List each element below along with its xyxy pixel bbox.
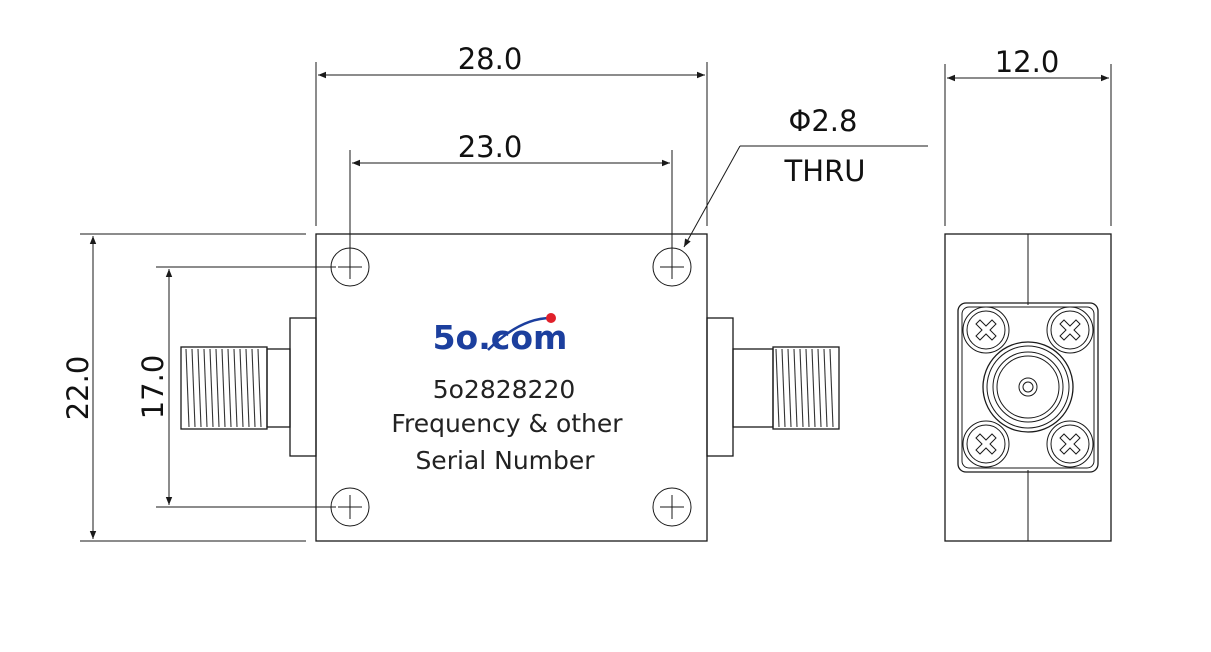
logo-dot [546,313,556,323]
sma-connector-face [982,341,1074,433]
thread-line [215,348,220,428]
thread-line [781,348,786,428]
hole-callout: Φ2.8 THRU [683,104,928,248]
flange-screw-top-right [1046,306,1094,354]
thread-line [239,348,244,428]
dimension-overall-length: 28.0 [315,42,708,226]
dimension-overall-height-text: 22.0 [61,356,95,421]
mounting-hole-bottom-right [652,487,692,527]
thread-line [185,348,190,428]
flange-screw-bottom-right [1046,420,1094,468]
front-view: 5o.com 5o2828220 Frequency & other Seria… [61,42,928,542]
hole-diameter-text: Φ2.8 [789,104,858,138]
dimension-overall-length-text: 28.0 [458,42,523,76]
dimension-hole-spacing-x: 23.0 [349,130,673,255]
thread-line [775,348,780,428]
flange-screw-bottom-left [962,420,1010,468]
flange-screw-top-left [962,306,1010,354]
thread-line [805,348,810,428]
hole-type-text: THRU [784,154,866,188]
thread-line [257,348,262,428]
side-view: 12.0 [944,45,1112,542]
thread-line [793,348,798,428]
brand-logo: 5o.com [433,313,568,357]
mounting-hole-bottom-left [330,487,370,527]
part-number: 5o2828220 [433,375,576,404]
right-thread [775,348,834,428]
thread-line [191,348,196,428]
frequency-label: Frequency & other [391,409,623,438]
thread-line [203,348,208,428]
thread-line [227,348,232,428]
dimension-hole-spacing-y-text: 17.0 [136,355,170,420]
dimension-hole-spacing-x-text: 23.0 [458,130,523,164]
thread-line [209,348,214,428]
connector-flange [957,302,1099,473]
thread-line [197,348,202,428]
thread-line [823,348,828,428]
thread-line [811,348,816,428]
thread-line [817,348,822,428]
serial-label: Serial Number [415,446,595,475]
dimension-side-width-text: 12.0 [995,45,1060,79]
left-sma-connector [180,317,317,457]
thread-line [245,348,250,428]
thread-line [787,348,792,428]
thread-line [251,348,256,428]
logo-text: 5o.com [433,318,568,357]
dimension-hole-spacing-y: 17.0 [136,266,336,508]
thread-line [233,348,238,428]
dimension-side-width: 12.0 [944,45,1112,226]
right-sma-connector [706,317,840,457]
left-thread [185,348,262,428]
thread-line [799,348,804,428]
dimension-overall-height: 22.0 [61,233,306,542]
thread-line [829,348,834,428]
thread-line [221,348,226,428]
